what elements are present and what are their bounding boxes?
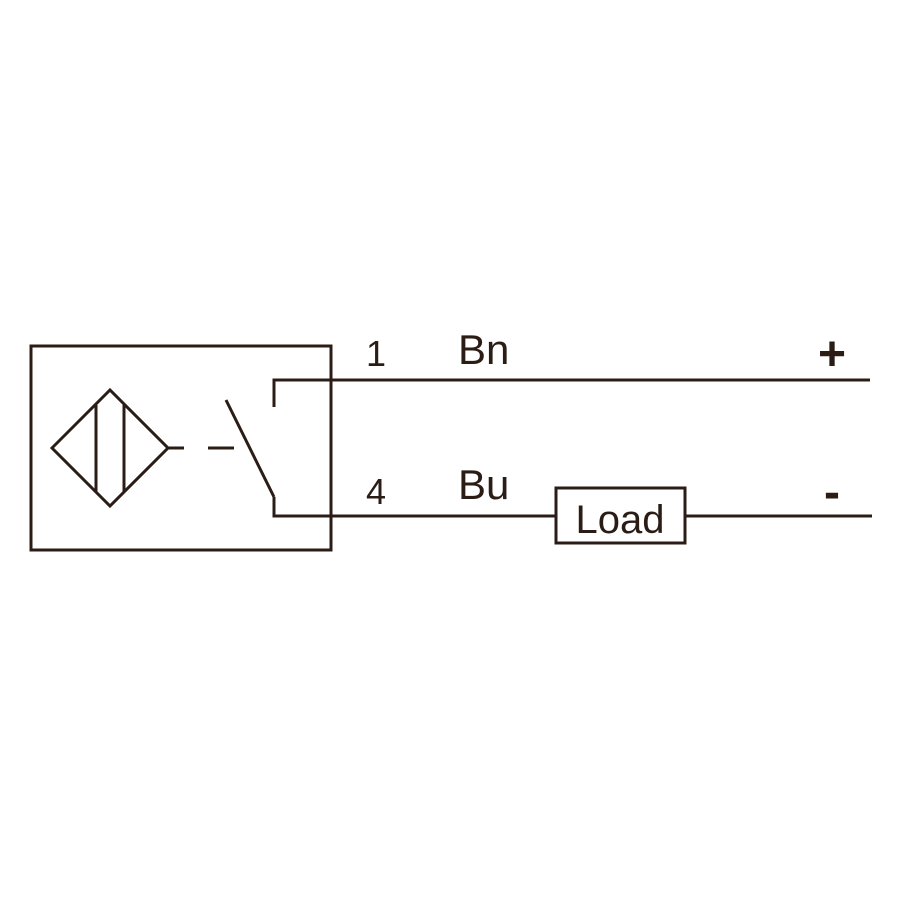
load-box (554, 486, 687, 545)
sensor-diamond (49, 387, 171, 509)
terminal-1-label: 1 (366, 333, 386, 374)
positive-terminal-label: + (818, 328, 846, 381)
wire-code-blue: Bu (458, 461, 509, 508)
wire-bottom-blue-left (272, 497, 556, 518)
inductive-sensor-icon (49, 387, 234, 509)
switch-blade (224, 399, 276, 498)
sensor-housing (29, 344, 333, 552)
wire-code-brown: Bn (458, 326, 509, 373)
wire-top-brown (272, 378, 870, 407)
terminal-4-label: 4 (366, 471, 386, 512)
normally-open-switch-icon (224, 378, 872, 518)
load-label: Load (576, 498, 665, 542)
negative-terminal-label: - (824, 466, 840, 519)
